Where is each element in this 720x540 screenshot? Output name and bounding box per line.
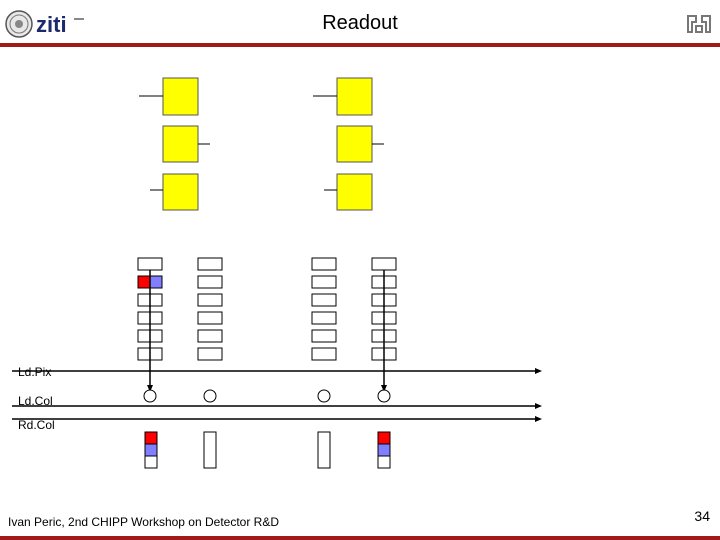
pixel-cell bbox=[336, 173, 373, 211]
buffer-column bbox=[197, 257, 223, 361]
svg-text:ziti: ziti bbox=[36, 12, 67, 36]
page-number: 34 bbox=[694, 508, 710, 524]
bus-lines bbox=[12, 368, 542, 422]
header-divider bbox=[0, 43, 720, 47]
bus-label-ldcol: Ld.Col bbox=[18, 394, 53, 408]
bus-label-ldpix: Ld.Pix bbox=[18, 365, 52, 379]
pixel-cell bbox=[336, 77, 373, 116]
buffer-columns bbox=[137, 257, 397, 361]
ziti-logo: ziti bbox=[36, 12, 84, 36]
buffer-column bbox=[311, 257, 337, 361]
pixel-array bbox=[139, 77, 384, 211]
slide-title: Readout bbox=[322, 12, 398, 34]
pixel-cell bbox=[162, 77, 199, 116]
institute-logo-icon bbox=[687, 15, 711, 33]
footer-author: Ivan Peric, 2nd CHIPP Workshop on Detect… bbox=[8, 515, 280, 529]
column-taps bbox=[143, 270, 391, 403]
pixel-cell bbox=[162, 125, 199, 163]
pixel-cell bbox=[162, 173, 199, 211]
slide-header: ziti Readout bbox=[0, 0, 720, 47]
readout-registers bbox=[144, 431, 391, 469]
footer-divider bbox=[0, 536, 720, 540]
bus-label-rdcol: Rd.Col bbox=[18, 418, 55, 432]
pixel-cell bbox=[336, 125, 373, 163]
university-seal-icon bbox=[5, 10, 33, 38]
